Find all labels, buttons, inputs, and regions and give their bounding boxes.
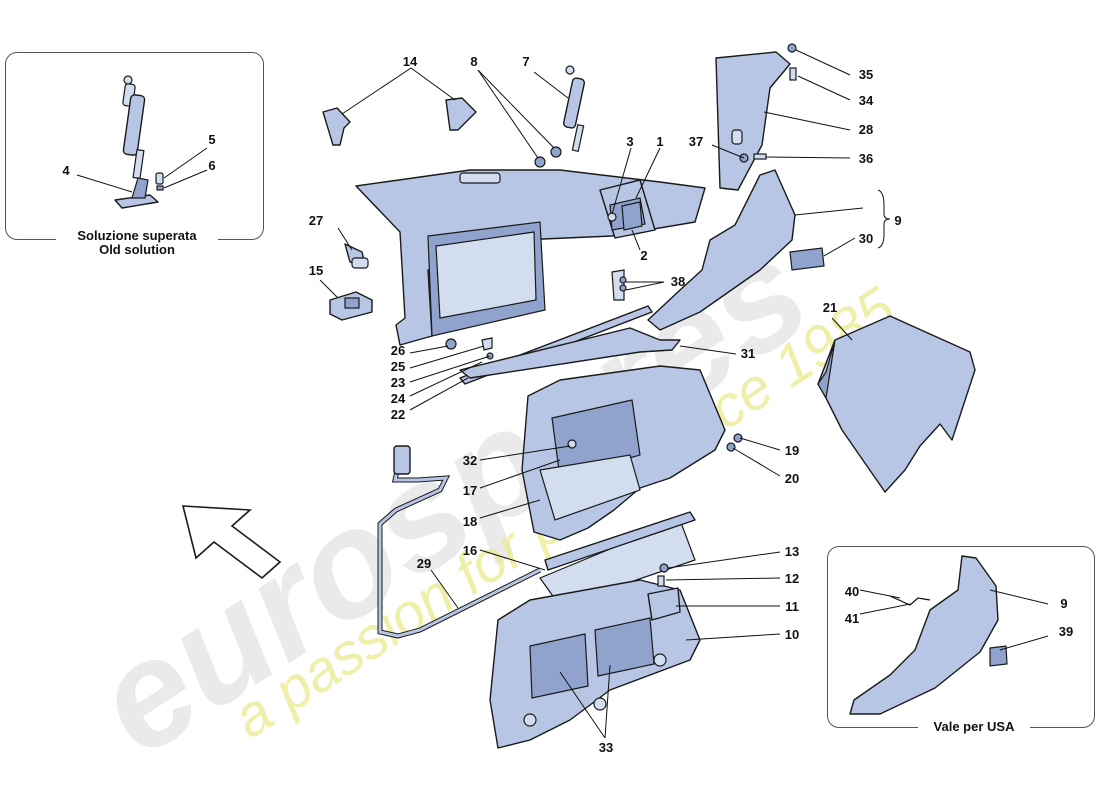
callout-39: 39 [1059,624,1073,639]
callout-9: 9 [894,213,901,228]
old-gas-strut [122,75,146,180]
callout-36: 36 [859,151,873,166]
badge-30 [789,247,825,271]
callout-3: 3 [626,134,633,149]
gas-strut [562,65,586,153]
bracket-right [445,97,477,131]
callout-4: 4 [62,163,70,178]
callout-30: 30 [859,231,873,246]
bracket-28 [715,51,791,191]
callout-5: 5 [208,132,215,147]
nuts [534,146,562,168]
callout-22: 22 [391,407,405,422]
callout-19: 19 [785,443,799,458]
callout-38: 38 [671,274,685,289]
callout-26: 26 [391,343,405,358]
glovebox-bin [521,365,726,541]
caption-line-italian: Soluzione superata [77,228,197,243]
fasteners-left [445,337,494,360]
clip-38 [611,269,627,301]
callout-41: 41 [845,611,859,626]
callout-16: 16 [463,543,477,558]
callout-31: 31 [741,346,755,361]
callout-18: 18 [463,514,477,529]
door-latch [647,563,681,621]
callout-40: 40 [845,584,859,599]
callout-2: 2 [640,248,647,263]
callout-13: 13 [785,544,799,559]
usa-badge-39 [989,645,1008,667]
callout-27: 27 [309,213,323,228]
caption-line-english: Old solution [99,242,175,257]
old-bracket [114,177,159,209]
callout-24: 24 [391,391,406,406]
release-cable-29 [377,445,542,639]
support-rail [459,305,681,385]
callout-9-usa: 9 [1060,596,1067,611]
callout-1: 1 [656,134,663,149]
callout-6: 6 [208,158,215,173]
callout-21: 21 [823,300,837,315]
callout-11: 11 [785,599,799,614]
callout-15: 15 [309,263,323,278]
callout-labels: 1 2 3 4 5 6 7 8 9 9 10 11 12 13 14 15 16… [62,54,1073,755]
callout-14: 14 [403,54,418,69]
callout-29: 29 [417,556,431,571]
leader-lines [76,49,1049,739]
inset-usa-caption: Vale per USA [918,720,1030,734]
glovebox-door [489,579,701,749]
callout-25: 25 [391,359,405,374]
bracket-left [322,107,351,146]
callout-23: 23 [391,375,405,390]
usa-wire-40-41 [889,595,931,606]
callout-33: 33 [599,740,613,755]
callout-17: 17 [463,483,477,498]
callout-34: 34 [859,93,874,108]
callout-37: 37 [689,134,703,149]
callout-32: 32 [463,453,477,468]
lower-cover-21 [817,315,976,493]
callout-12: 12 [785,571,799,586]
screws-19-20 [726,433,743,452]
usa-trim-panel [849,555,999,715]
callout-7: 7 [522,54,529,69]
old-fasteners [155,172,164,191]
hinge-assembly [607,201,643,231]
direction-arrow [181,505,282,580]
screws-upper-right [739,43,797,163]
callout-28: 28 [859,122,873,137]
striker-27 [344,243,369,269]
callout-20: 20 [785,471,799,486]
callout-35: 35 [859,67,873,82]
callout-8: 8 [470,54,477,69]
inset-old-solution-caption: Soluzione superata Old solution [56,229,218,257]
callout-10: 10 [785,627,799,642]
latch-15 [329,291,373,321]
